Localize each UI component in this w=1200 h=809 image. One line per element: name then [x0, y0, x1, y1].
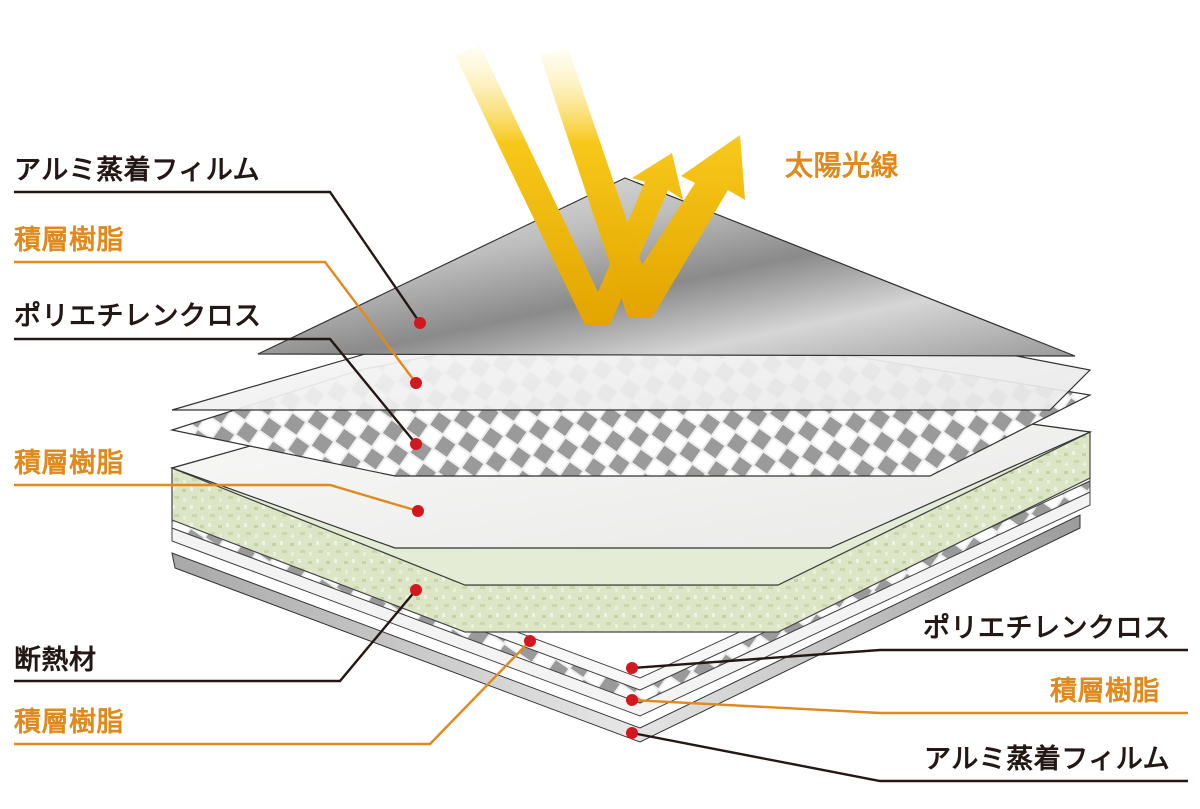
marker-dot: [626, 727, 638, 739]
marker-dot: [626, 662, 638, 674]
marker-dot: [410, 438, 422, 450]
label-aluminium-film-bottom: アルミ蒸着フィルム: [924, 744, 1171, 775]
label-polyethylene-cross-bottom: ポリエチレンクロス: [923, 613, 1171, 644]
marker-dot: [414, 317, 426, 329]
marker-dot: [412, 505, 424, 517]
marker-dot: [626, 694, 638, 706]
label-insulation: 断熱材: [14, 645, 97, 676]
sunlight-label: 太陽光線: [785, 149, 900, 182]
label-laminated-resin-1: 積層樹脂: [14, 225, 124, 256]
label-laminated-resin-2: 積層樹脂: [14, 448, 124, 479]
label-polyethylene-cross-top: ポリエチレンクロス: [14, 301, 262, 332]
marker-dot: [410, 377, 422, 389]
label-laminated-resin-3: 積層樹脂: [14, 707, 124, 738]
marker-dot: [524, 635, 536, 647]
label-aluminium-film-top: アルミ蒸着フィルム: [14, 155, 261, 186]
marker-dot: [410, 584, 422, 596]
label-laminated-resin-4: 積層樹脂: [1050, 676, 1160, 707]
